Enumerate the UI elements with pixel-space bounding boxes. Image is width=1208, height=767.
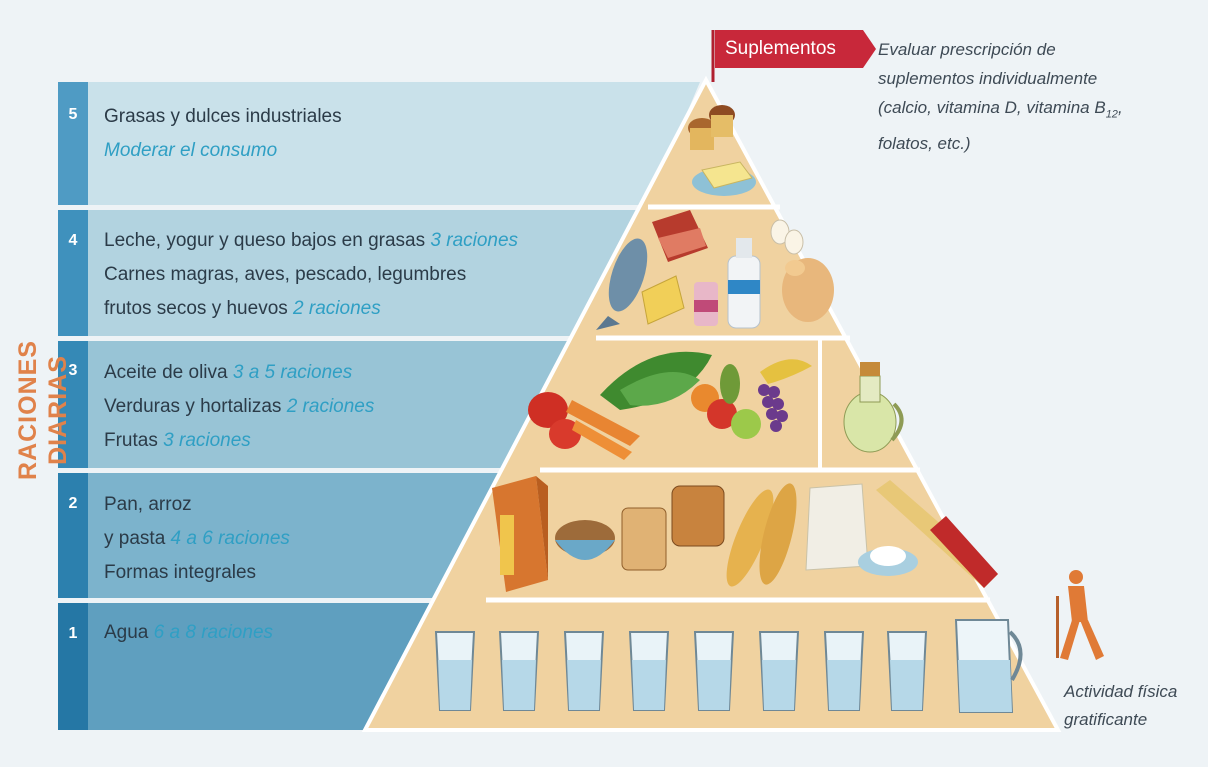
fruit-icon [691,359,812,439]
supplements-note-line: Evaluar prescripción de [878,40,1056,59]
water-glass-icon [758,631,800,711]
supplements-note-line: folatos, etc.) [878,134,971,154]
water-glass-icon [563,631,605,711]
cheese-icon [641,275,685,325]
pasta-icon [876,480,998,588]
flag-tail [863,30,876,68]
cereal-box-icon [492,476,548,592]
level-number-4: 4 [68,232,78,249]
level-number-2: 2 [68,495,78,512]
water-glasses [434,619,1023,713]
meat-icon [652,210,708,262]
water-glass-icon [434,631,476,711]
num-strip-4 [58,210,88,336]
chicken-icon [782,258,834,322]
milk-bottle-icon [727,238,761,329]
eggs-icon [770,219,804,255]
num-strip-2 [58,473,88,598]
daily-servings-axis-title: RACIONES DIARIAS [14,340,72,480]
water-glass-icon [823,631,865,711]
water-jug-icon [954,619,1023,713]
vegetables-icon [528,351,712,460]
band-4 [58,210,645,336]
num-strip-1 [58,603,88,730]
level-3-text: Aceite de oliva 3 a 5 raciones Verduras … [104,362,375,451]
fish-icon [596,238,648,330]
water-glass-icon [498,631,540,711]
walking-person-icon [1056,570,1104,660]
level-number-1: 1 [68,625,78,642]
level-number-5: 5 [68,106,78,123]
butter-icon [692,161,756,196]
water-glass-icon [693,631,735,711]
water-glass-icon [886,631,928,711]
muffin-icon [688,105,735,150]
flour-bag-icon [805,483,918,576]
band-1 [58,603,481,730]
band-3 [58,341,592,468]
water-glass-icon [628,631,670,711]
num-strip-3 [58,341,88,468]
physical-activity-note: Actividad física gratificante [1064,682,1178,729]
level-number-3: 3 [68,362,78,379]
cereal-bowl-icon [555,520,615,560]
level-5-line-1: Grasas y dulces industriales [104,106,342,127]
olive-oil-icon [843,362,904,453]
level-bands [58,82,700,730]
bread-icon [621,485,725,571]
level-5-text: Grasas y dulces industriales Moderar el … [104,100,342,168]
level-4-text: Leche, yogur y queso bajos en grasas 3 r… [104,230,519,319]
baguette-icon [726,483,797,587]
supplements-note: Evaluar prescripción de suplementos indi… [878,35,1198,158]
supplements-note-line: (calcio, vitamina D, vitamina B12, [878,98,1123,121]
band-2 [58,473,535,598]
supplements-flag: Suplementos [715,30,863,68]
supplements-note-line: suplementos individualmente [878,69,1098,88]
yogurt-icon [694,282,718,326]
level-2-text: Pan, arroz y pasta 4 a 6 raciones Formas… [104,494,290,583]
band-5 [58,82,700,205]
level-1-text: Agua 6 a 8 raciones [104,622,274,643]
level-5-line-2-highlight: Moderar el consumo [104,140,278,161]
num-strip-5 [58,82,88,205]
